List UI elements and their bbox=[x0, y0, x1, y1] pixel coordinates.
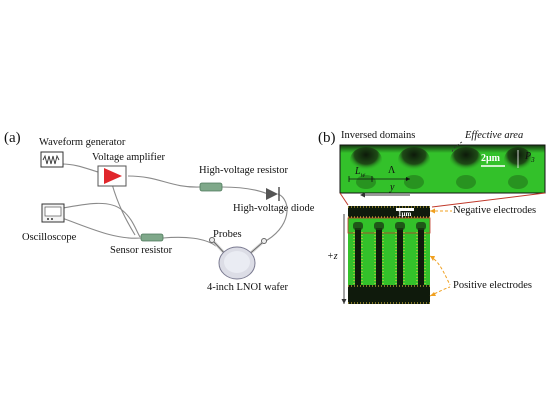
l-w-label: Lw bbox=[355, 167, 365, 179]
scale-top-label: 2μm bbox=[481, 154, 500, 164]
y-axis-label: y bbox=[390, 183, 394, 193]
positive-electrodes-label: Positive electrodes bbox=[453, 281, 532, 292]
p3-label: P3 bbox=[525, 152, 535, 164]
z-axis-label: +z bbox=[327, 252, 338, 262]
callout-arrows bbox=[430, 211, 452, 296]
electrode-image bbox=[348, 206, 430, 304]
scale-mid-label: 1μm bbox=[398, 211, 411, 218]
magnified-domain-strip bbox=[340, 145, 545, 193]
zoom-line-left bbox=[340, 193, 348, 205]
lambda-label: Λ bbox=[388, 166, 395, 176]
negative-electrodes-label: Negative electrodes bbox=[453, 206, 536, 217]
